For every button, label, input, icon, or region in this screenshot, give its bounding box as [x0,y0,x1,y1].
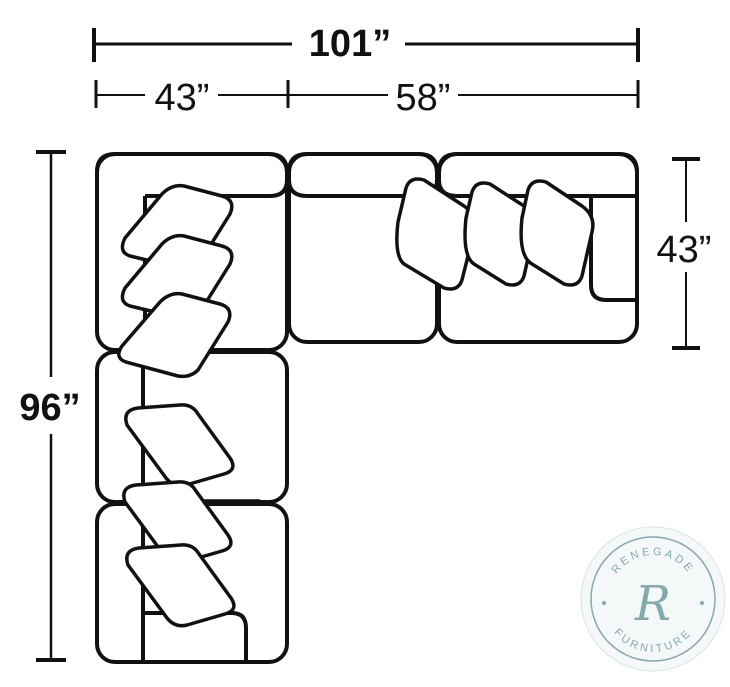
overall-depth-label: 96” [19,387,80,429]
pillow [120,233,234,321]
right-width-label: 58” [396,77,451,119]
dimension-right-depth [672,157,700,350]
renegade-furniture-logo: RENEGADE FURNITURE R [580,526,726,672]
dimension-overall-depth [36,150,66,662]
left-width-label: 43” [155,77,210,119]
overall-width-label: 101” [309,23,391,65]
pillows [117,177,595,628]
right-depth-label: 43” [657,229,712,271]
pillow [125,543,236,628]
dimension-sub-widths [94,80,640,108]
dimension-overall-width [92,28,640,62]
pillow [117,291,232,379]
logo-monogram: R [634,576,671,632]
pillow [519,179,595,287]
